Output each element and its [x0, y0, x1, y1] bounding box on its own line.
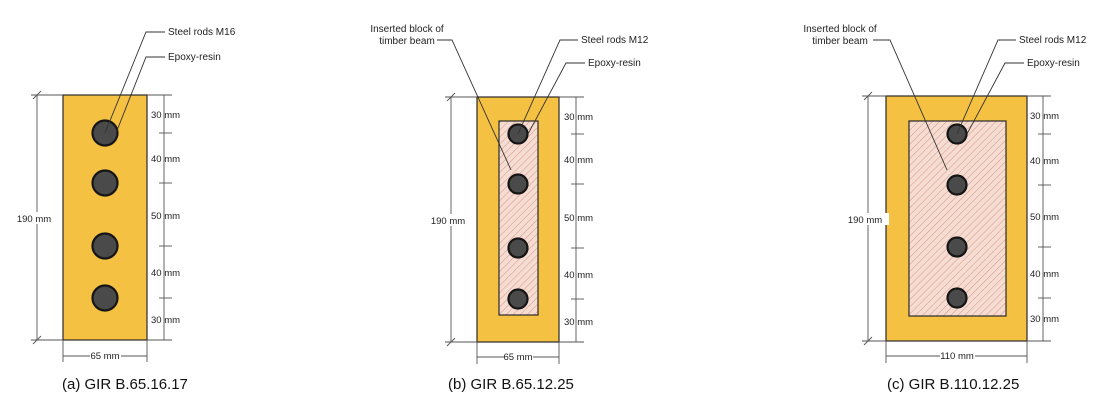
- inserted-timber-block: [498, 120, 539, 316]
- height-dimension: 190 mm: [426, 92, 477, 347]
- spacing-label: 30 mm: [564, 112, 593, 123]
- resin-label: Epoxy-resin: [588, 58, 641, 69]
- leaders: Steel rods M16 Epoxy-resin: [104, 27, 236, 134]
- steel-rod: [946, 236, 968, 258]
- width-label: 110 mm: [940, 351, 974, 362]
- width-dimension: 110 mm: [885, 341, 1028, 363]
- spacing-label: 30 mm: [564, 317, 593, 328]
- height-label: 190 mm: [17, 214, 51, 225]
- spacing-label: 50 mm: [564, 213, 593, 224]
- height-dimension: 190 mm: [843, 91, 889, 346]
- panel-caption: (b) GIR B.65.12.25: [448, 376, 574, 393]
- insert-label: timber beam: [379, 36, 435, 47]
- spacing-label: 40 mm: [1030, 269, 1059, 280]
- spacing-dimensions: 30 mm 40 mm 50 mm 40 mm 30 mm: [147, 94, 180, 341]
- spacing-label: 30 mm: [151, 110, 180, 121]
- spacing-label: 30 mm: [1030, 314, 1059, 325]
- width-label: 65 mm: [503, 352, 532, 363]
- insert-label: Inserted block of: [803, 24, 877, 35]
- spacing-label: 30 mm: [151, 315, 180, 326]
- steel-rod: [946, 287, 968, 309]
- insert-label: timber beam: [812, 36, 868, 47]
- rod-label: Steel rods M16: [168, 27, 236, 38]
- steel-rod: [507, 173, 529, 195]
- steel-rod: [507, 288, 529, 310]
- leaders: Steel rods M12 Epoxy-resin Inserted bloc…: [803, 24, 1087, 171]
- width-label: 65 mm: [90, 351, 119, 362]
- spacing-dimensions: 30 mm 40 mm 50 mm 40 mm 30 mm: [559, 96, 593, 343]
- inserted-timber-block: [908, 120, 1007, 317]
- resin-label: Epoxy-resin: [1027, 58, 1080, 69]
- panel-caption: (c) GIR B.110.12.25: [887, 376, 1019, 393]
- steel-rod: [91, 169, 119, 197]
- rod-label: Steel rods M12: [1019, 35, 1087, 46]
- steel-rod: [507, 237, 529, 259]
- rod-group: [946, 123, 968, 309]
- height-label: 190 mm: [431, 216, 465, 227]
- spacing-dimensions: 30 mm 40 mm 50 mm 40 mm 30 mm: [1027, 95, 1059, 342]
- panel-c: 190 mm 110 mm 30 mm 40 mm 50 mm 40 mm 30…: [803, 24, 1086, 393]
- spacing-label: 40 mm: [564, 270, 593, 281]
- height-label: 190 mm: [848, 215, 882, 226]
- leaders: Steel rods M12 Epoxy-resin Inserted bloc…: [370, 24, 649, 171]
- steel-rod: [91, 284, 119, 312]
- spacing-label: 50 mm: [151, 211, 180, 222]
- spacing-label: 40 mm: [1030, 156, 1059, 167]
- rod-label: Steel rods M12: [581, 35, 649, 46]
- spacing-label: 40 mm: [151, 154, 180, 165]
- resin-label: Epoxy-resin: [168, 52, 221, 63]
- spacing-label: 40 mm: [564, 155, 593, 166]
- steel-rod: [91, 232, 119, 260]
- spacing-label: 50 mm: [1030, 212, 1059, 223]
- panel-caption: (a) GIR B.65.16.17: [62, 376, 188, 393]
- insert-label: Inserted block of: [370, 24, 444, 35]
- spacing-label: 40 mm: [151, 268, 180, 279]
- steel-rod: [946, 174, 968, 196]
- panel-b: 190 mm 65 mm 30 mm 40 mm 50 mm 40 mm 30 …: [370, 24, 648, 393]
- spacing-label: 30 mm: [1030, 111, 1059, 122]
- height-dimension: 190 mm: [10, 90, 63, 345]
- panel-a: 190 mm 65 mm 30 mm 40 mm 50 mm 40 mm 30 …: [10, 27, 236, 393]
- width-dimension: 65 mm: [476, 342, 560, 364]
- width-dimension: 65 mm: [62, 340, 148, 362]
